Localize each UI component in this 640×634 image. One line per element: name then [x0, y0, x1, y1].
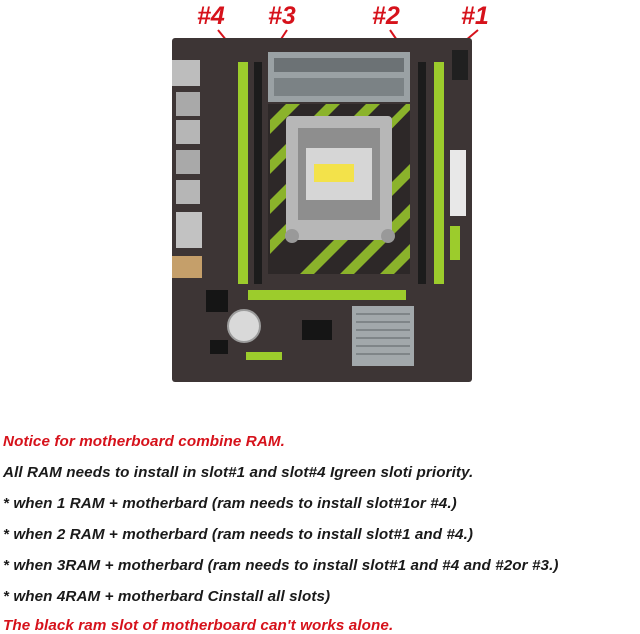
slot-label-4: #4 — [197, 2, 225, 30]
slot-label-3: #3 — [268, 2, 296, 30]
notice-line-priority: All RAM needs to install in slot#1 and s… — [3, 464, 474, 481]
ram-slots-left — [238, 62, 262, 284]
cpu-area — [268, 104, 410, 274]
atx-power-connector — [450, 150, 466, 216]
motherboard-image — [172, 29, 479, 382]
ram-slots-right — [418, 62, 444, 284]
notice-line-2-ram: * when 2 RAM + motherbard (ram needs to … — [3, 526, 474, 543]
motherboard-figure: #4 #3 #2 #1 — [172, 2, 489, 382]
notice-line-3-ram: * when 3RAM + motherbard (ram needs to i… — [3, 557, 559, 574]
notice-heading: Notice for motherboard combine RAM. — [3, 433, 285, 450]
pcie-x16-slot — [248, 290, 406, 300]
slot-label-2: #2 — [372, 2, 400, 30]
notice-line-4-ram: * when 4RAM + motherbard Cinstall all sl… — [3, 588, 331, 605]
cmos-battery — [227, 309, 261, 343]
pcie-x1-slot — [246, 352, 282, 360]
io-ports — [172, 60, 202, 278]
cpu-power-connector — [452, 50, 468, 80]
slot-label-1: #1 — [461, 2, 489, 30]
notice-warning: The black ram slot of motherboard can't … — [3, 617, 394, 634]
vrm-heatsink — [268, 52, 410, 102]
sata-ports — [450, 226, 460, 260]
chipset-heatsink — [352, 306, 414, 366]
notice-line-1-ram: * when 1 RAM + motherbard (ram needs to … — [3, 495, 457, 512]
